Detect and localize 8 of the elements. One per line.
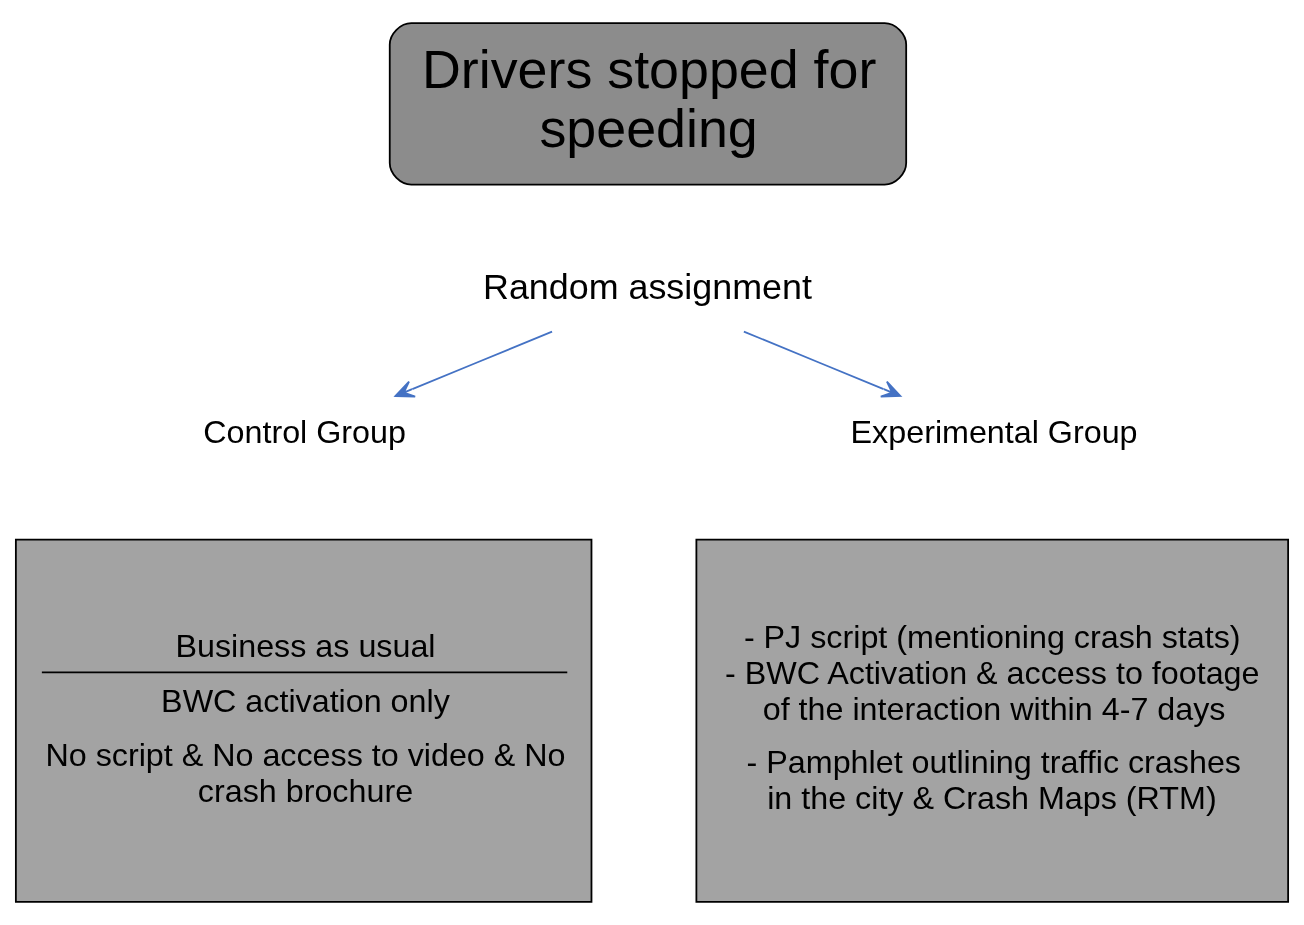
node-box: Drivers stopped for speeding: [388, 22, 908, 186]
node-text: Random assignment: [482, 267, 812, 308]
arrow: [742, 330, 902, 398]
node-text: Experimental Group: [850, 414, 1138, 451]
node-text: Control Group: [203, 414, 406, 451]
node-box: - PJ script (mentioning crash stats) - BWC Activation & access to footage of the interaction within 4-7 days - Pamphlet outlining traffic crashes in the city & Crash Maps (RTM): [695, 538, 1290, 903]
arrow: [394, 330, 553, 398]
node-box: Business as usual BWC activation only No script & No access to video & No crash brochure: [14, 538, 593, 903]
